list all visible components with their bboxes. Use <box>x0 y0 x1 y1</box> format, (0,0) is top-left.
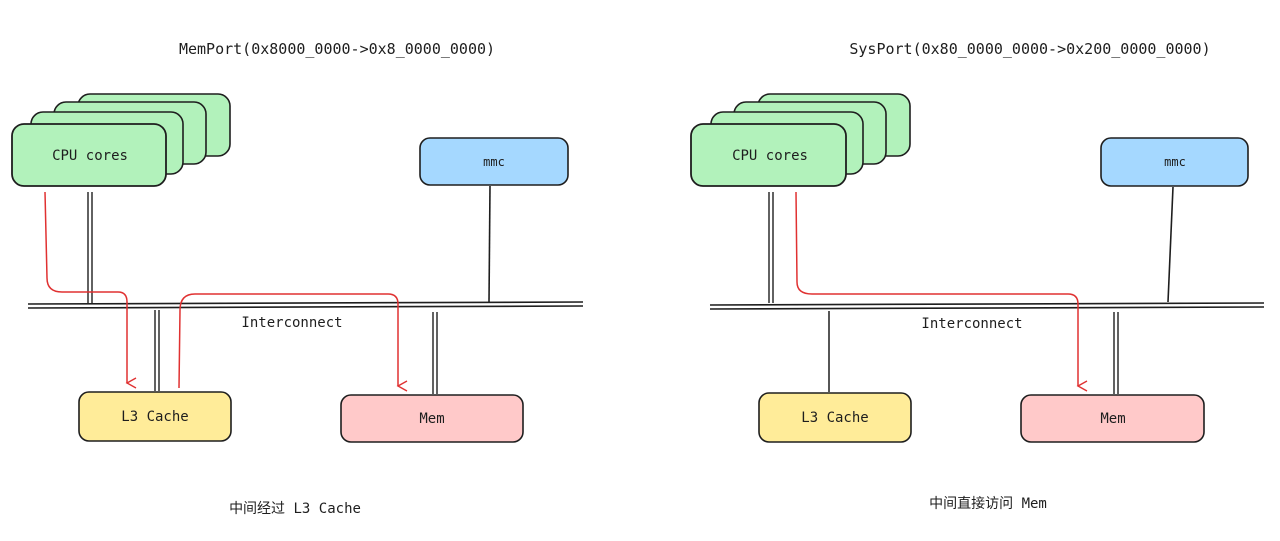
left-mem-label: Mem <box>419 411 444 427</box>
right-cpu-label: CPU cores <box>732 148 808 164</box>
left-bus-label: Interconnect <box>241 315 342 331</box>
right-l3-cache-node: L3 Cache <box>758 392 912 443</box>
left-mem-node: Mem <box>340 394 524 443</box>
left-mem-box <box>340 394 524 443</box>
right-bus-line-top <box>709 302 1265 306</box>
left-bus-line-top <box>27 301 584 305</box>
right-cpu-core-front <box>690 123 847 187</box>
left-bus-line-bottom <box>27 305 584 309</box>
right-mem-label: Mem <box>1100 411 1125 427</box>
left-mmc-node: mmc <box>419 137 569 186</box>
left-caption: 中间经过 L3 Cache <box>229 501 361 517</box>
right-mem-node: Mem <box>1020 394 1205 443</box>
right-bus-line-bottom <box>709 306 1265 310</box>
right-panel: SysPort(0x80_0000_0000->0x200_0000_0000)… <box>690 40 1265 512</box>
right-caption: 中间直接访问 Mem <box>929 495 1047 512</box>
left-mmc-box <box>419 137 569 186</box>
left-panel: MemPort(0x8000_0000->0x8_0000_0000) CPU … <box>11 40 584 517</box>
right-l3-label: L3 Cache <box>801 410 868 426</box>
right-path-cpu-to-mem-arrow <box>795 191 1088 392</box>
left-path-l3-to-mem-arrow <box>178 293 408 392</box>
right-cpu-cores-stack: CPU cores <box>690 93 911 187</box>
right-mem-box <box>1020 394 1205 443</box>
right-mmc-node: mmc <box>1100 137 1249 187</box>
left-l3-cache-node: L3 Cache <box>78 391 232 442</box>
right-l3-box <box>758 392 912 443</box>
right-title: SysPort(0x80_0000_0000->0x200_0000_0000) <box>849 40 1210 58</box>
left-l3-box <box>78 391 232 442</box>
left-mmc-label: mmc <box>483 155 505 169</box>
left-path-cpu-to-l3-arrow <box>44 191 137 389</box>
right-mmc-bus-link <box>1167 186 1174 303</box>
right-mmc-box <box>1100 137 1249 187</box>
right-mmc-label: mmc <box>1164 155 1186 169</box>
left-cpu-core-front <box>11 123 167 187</box>
right-bus-label: Interconnect <box>921 316 1022 332</box>
left-cpu-cores-stack: CPU cores <box>11 93 231 187</box>
left-l3-label: L3 Cache <box>121 409 188 425</box>
left-cpu-label: CPU cores <box>52 148 128 164</box>
left-mmc-bus-link <box>488 185 491 303</box>
left-title: MemPort(0x8000_0000->0x8_0000_0000) <box>179 40 495 58</box>
